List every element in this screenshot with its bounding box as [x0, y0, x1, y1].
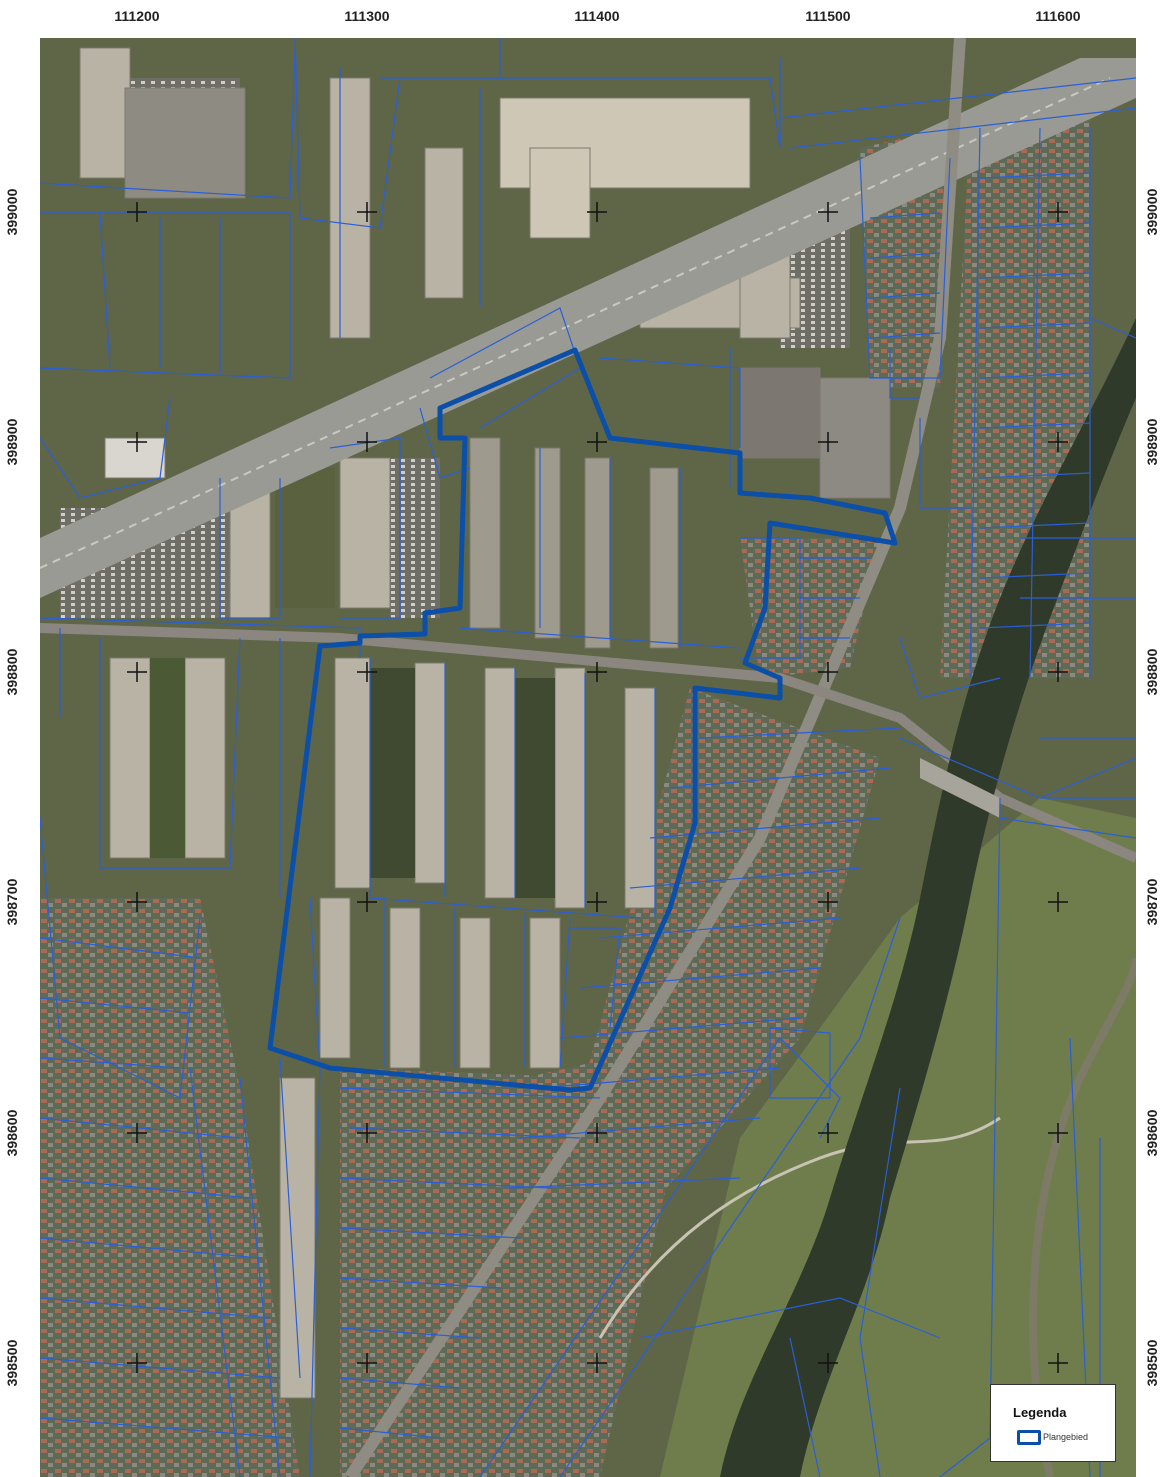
y-tick-label-right: 398600	[1144, 1109, 1160, 1157]
y-tick-label-right: 398900	[1144, 418, 1160, 466]
y-tick-label-right: 398700	[1144, 878, 1160, 926]
courtyard-garden	[275, 468, 335, 608]
legend-entry-label: Plangebied	[1043, 1432, 1089, 1442]
y-tick-label-left: 398700	[4, 878, 20, 926]
y-tick-label-left: 398800	[4, 648, 20, 696]
map-legend: Legenda Plangebied	[990, 1384, 1116, 1462]
y-tick-label-left: 398600	[4, 1109, 20, 1157]
x-tick-label: 111400	[574, 8, 620, 24]
secondary-road	[344, 38, 966, 1477]
map-canvas	[40, 38, 1136, 1477]
aerial-map[interactable]	[40, 38, 1136, 1477]
y-tick-label-right: 399000	[1144, 188, 1160, 236]
house-block-sw	[40, 898, 300, 1477]
grid-crosses	[127, 202, 1068, 1373]
x-tick-label: 111600	[1035, 8, 1081, 24]
x-tick-label: 111300	[344, 8, 390, 24]
parking-lot	[390, 458, 440, 618]
y-tick-label-right: 398500	[1144, 1339, 1160, 1387]
legend-swatch-plan-area	[1017, 1430, 1041, 1445]
plan-boundary	[267, 347, 898, 1093]
courtyard-garden	[515, 678, 555, 898]
legend-title: Legenda	[1013, 1405, 1067, 1420]
footpath	[598, 1116, 1001, 1339]
bridge	[920, 758, 1000, 818]
y-tick-label-left: 398900	[4, 418, 20, 466]
y-tick-label-left: 399000	[4, 188, 20, 236]
courtyard-garden	[150, 658, 185, 858]
apartment-buildings	[79, 47, 891, 1399]
courtyard-garden	[370, 668, 415, 878]
x-tick-label: 111500	[805, 8, 851, 24]
y-tick-label-right: 398800	[1144, 648, 1160, 696]
x-tick-label: 111200	[114, 8, 160, 24]
avenue-centerline	[40, 77, 1111, 569]
y-tick-label-left: 398500	[4, 1339, 20, 1387]
river	[720, 318, 1136, 1477]
house-block-s2	[460, 1038, 700, 1477]
cross-street	[40, 623, 1136, 863]
